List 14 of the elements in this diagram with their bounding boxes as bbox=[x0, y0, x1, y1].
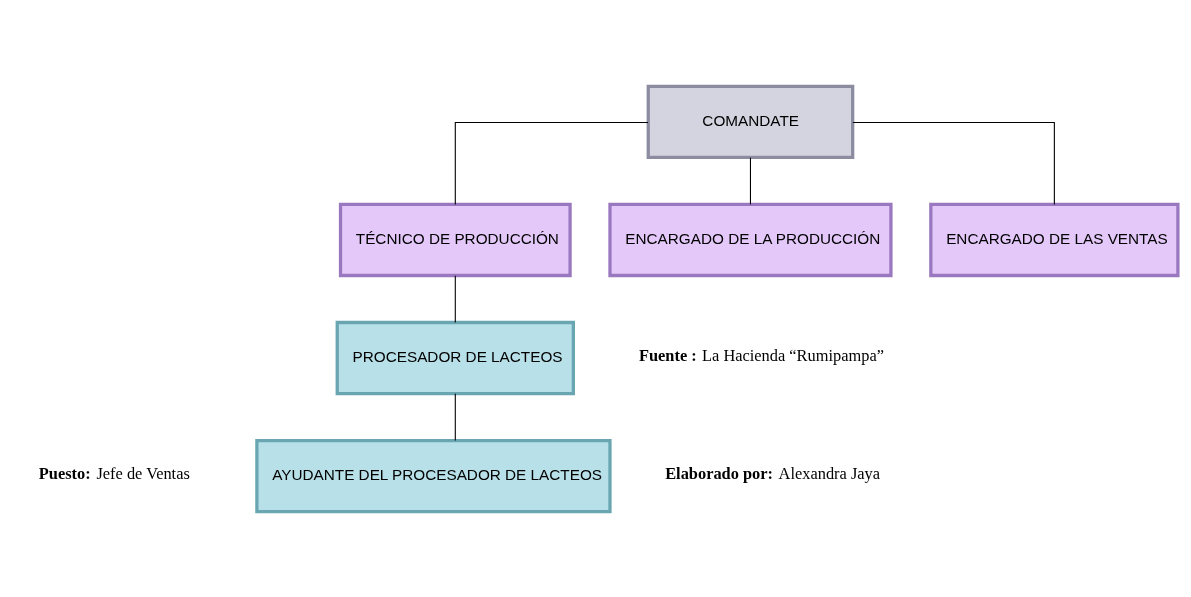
connector bbox=[852, 121, 1055, 205]
node-box: ENCARGADO DE LA PRODUCCIÓN bbox=[608, 202, 893, 277]
label: Fuente : La Hacienda “Rumipampa” bbox=[638, 345, 884, 365]
node-box: ENCARGADO DE LAS VENTAS bbox=[929, 202, 1180, 277]
connector bbox=[454, 274, 456, 323]
connector bbox=[454, 392, 456, 441]
node-box: COMANDATE bbox=[646, 84, 855, 159]
node-box: TÉCNICO DE PRODUCCIÓN bbox=[338, 202, 572, 277]
node-box: AYUDANTE DEL PROCESADOR DE LACTEOS bbox=[255, 438, 612, 513]
connector bbox=[454, 121, 649, 205]
label: Puesto: Jefe de Ventas bbox=[38, 463, 190, 483]
connector bbox=[749, 156, 751, 205]
label: Elaborado por: Alexandra Jaya bbox=[665, 463, 880, 483]
node-box: PROCESADOR DE LACTEOS bbox=[335, 320, 575, 395]
